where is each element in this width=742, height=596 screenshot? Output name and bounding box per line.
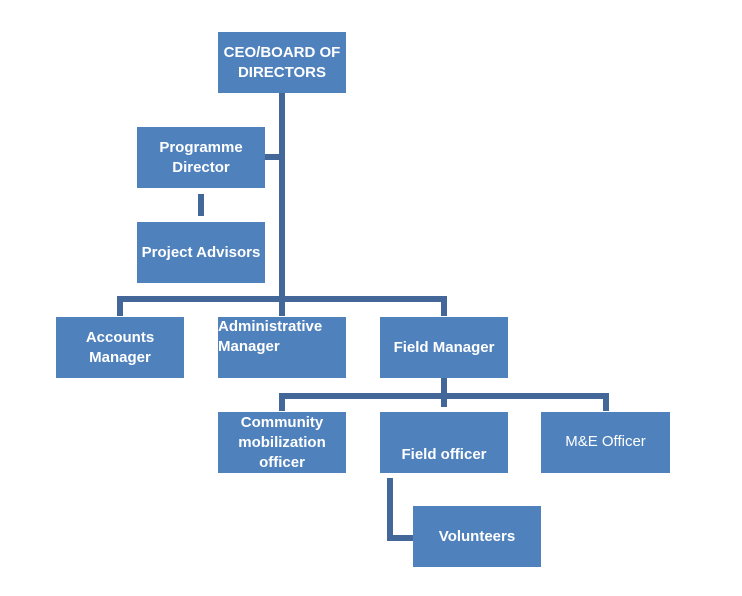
node-label-line: officer [259, 453, 305, 471]
node-field-manager: Field Manager [380, 317, 508, 378]
node-accounts-manager: Accounts Manager [56, 317, 184, 378]
node-label: M&E Officer [565, 433, 646, 450]
node-label-line: Director [172, 158, 230, 176]
node-programme-director: Programme Director [137, 127, 265, 188]
node-community-mobilization-officer: Community mobilization officer [218, 412, 346, 473]
node-label-line: Manager [218, 338, 280, 355]
node-field-officer: Field officer [380, 412, 508, 473]
node-label-line: mobilization [238, 433, 326, 451]
connector-officers-bus [279, 393, 609, 399]
connector-programme-director [264, 154, 282, 160]
connector-accounts-manager [117, 296, 123, 316]
node-label-line: Administrative [218, 318, 323, 335]
connector-administrative-manager [279, 296, 285, 316]
node-volunteers: Volunteers [413, 506, 541, 567]
node-label-line: CEO/BOARD OF [223, 43, 341, 61]
node-label: Volunteers [438, 527, 516, 545]
connector-ceo-trunk [279, 93, 285, 306]
connector-field-manager [441, 296, 447, 316]
node-project-advisors: Project Advisors [137, 222, 265, 283]
connector-field-manager-trunk [441, 377, 447, 407]
node-administrative-manager: Administrative Manager [218, 317, 346, 378]
connector-community-officer [279, 393, 285, 411]
node-label: Project Advisors [141, 243, 261, 261]
node-label-line: Accounts [85, 328, 155, 346]
node-label-line: Community [240, 413, 324, 431]
node-label: Field officer [401, 446, 487, 463]
node-ceo-board-of-directors: CEO/BOARD OF DIRECTORS [218, 32, 346, 93]
connector-field-officer-volunteers-v [387, 478, 393, 540]
node-label: Field Manager [393, 338, 495, 356]
node-label-line: Manager [89, 348, 151, 366]
connector-field-officer-volunteers-h [387, 535, 413, 541]
connector-programme-director-advisors [198, 194, 204, 216]
node-label-line: DIRECTORS [237, 63, 327, 81]
connector-me-officer [603, 393, 609, 411]
node-label-line: Programme [159, 138, 243, 156]
node-me-officer: M&E Officer [541, 412, 670, 473]
